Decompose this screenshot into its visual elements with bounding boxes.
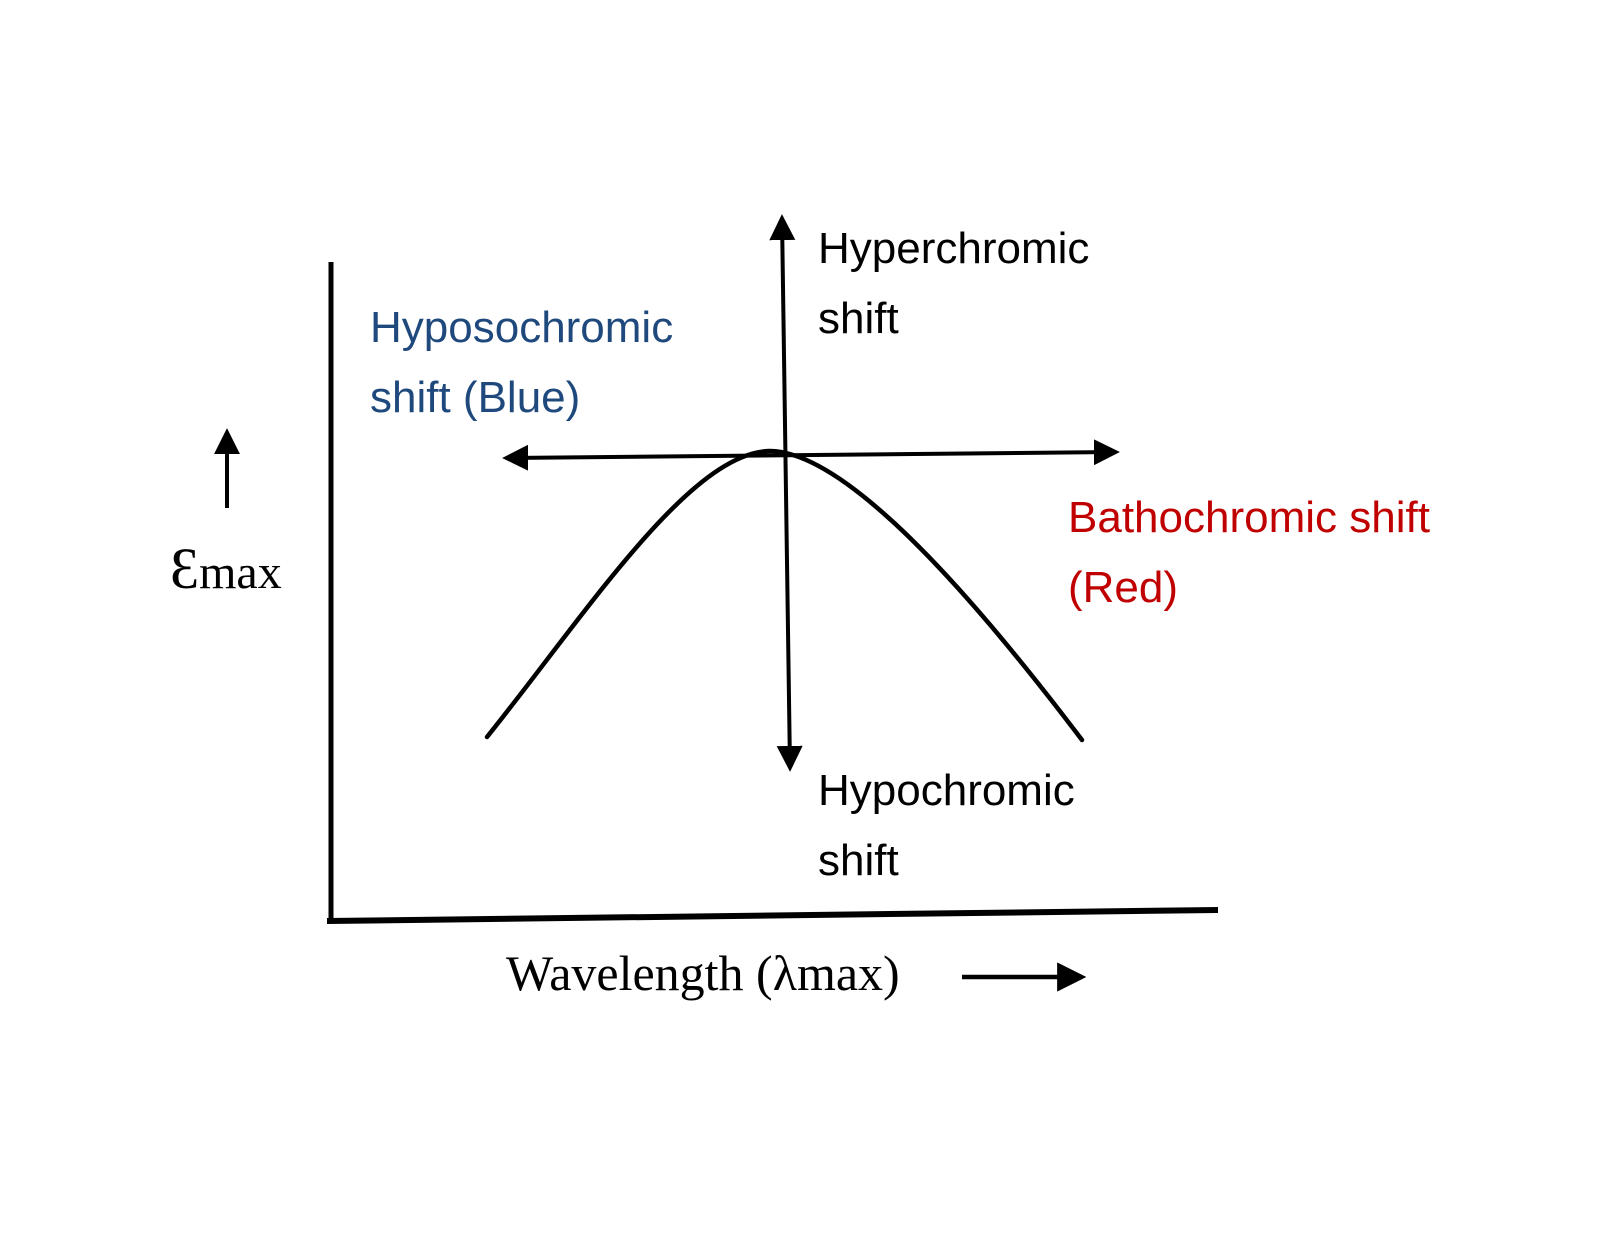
bathochromic-shift-line1: Bathochromic shift — [1068, 493, 1430, 542]
bathochromic-shift-label: Bathochromic shift (Red) — [1068, 483, 1430, 623]
x-axis-line — [326, 907, 1219, 924]
wavelength-shift-double-arrow — [502, 439, 1120, 471]
y-axis-label-suffix: max — [199, 546, 282, 599]
hyposochromic-shift-label: Hyposochromic shift (Blue) — [370, 293, 673, 433]
intensity-shift-double-arrow — [769, 214, 803, 772]
hyperchromic-shift-label: Hyperchromic shift — [818, 214, 1089, 354]
hyposochromic-shift-line1: Hyposochromic — [370, 303, 674, 352]
bathochromic-shift-line2: (Red) — [1068, 563, 1179, 612]
hyperchromic-shift-line1: Hyperchromic — [818, 224, 1090, 273]
hypochromic-shift-line1: Hypochromic — [818, 766, 1075, 815]
y-axis-label: Ɛmax — [170, 540, 282, 602]
hypochromic-shift-line2: shift — [818, 836, 899, 885]
hyperchromic-shift-line2: shift — [818, 294, 899, 343]
hypochromic-shift-label: Hypochromic shift — [818, 756, 1075, 896]
hyposochromic-shift-line2: shift (Blue) — [370, 373, 581, 422]
x-axis-label: Wavelength (λmax) — [506, 945, 900, 1001]
epsilon-symbol: Ɛ — [170, 536, 200, 601]
